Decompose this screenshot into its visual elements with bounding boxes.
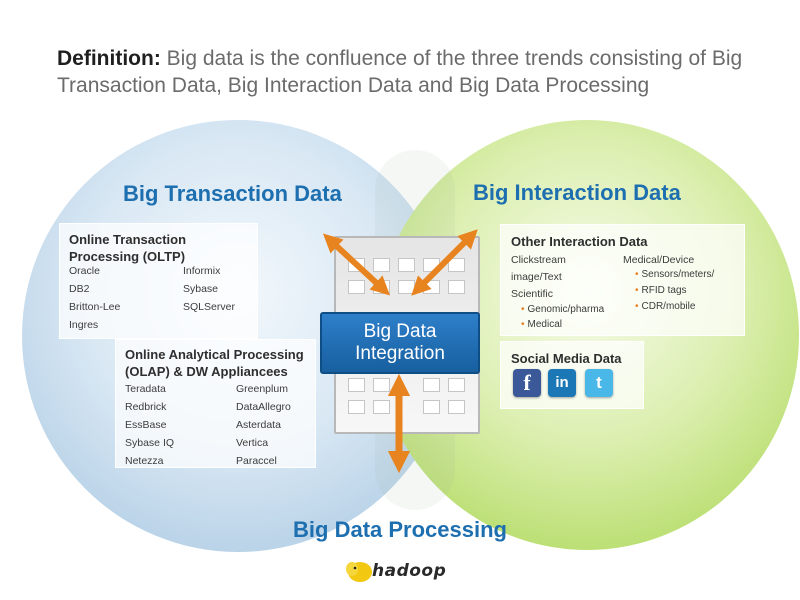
integration-line2: Integration <box>355 343 445 364</box>
oltp-title-line1: Online Transaction <box>69 232 187 247</box>
list-item: Asterdata <box>236 419 281 431</box>
interaction-title: Big Interaction Data <box>473 180 681 205</box>
list-item: Informix <box>183 265 221 277</box>
list-item: Clickstream <box>511 254 566 266</box>
list-item: Redbrick <box>125 401 167 413</box>
other-interaction-title: Other Interaction Data <box>511 234 648 249</box>
processing-title: Big Data Processing <box>293 517 507 542</box>
list-item: •Genomic/pharma <box>521 304 605 315</box>
hadoop-logo <box>346 562 372 582</box>
olap-title-line2: (OLAP) & DW Appliancees <box>125 364 288 379</box>
list-item: Netezza <box>125 455 164 467</box>
oltp-title-line2: Processing (OLTP) <box>69 249 186 264</box>
linkedin-icon: in <box>548 369 576 397</box>
list-item: Vertica <box>236 437 269 449</box>
arrow-to-transaction <box>322 233 391 296</box>
oltp-card: Online Transaction Processing (OLTP) Ora… <box>59 223 258 339</box>
list-item: Medical/Device <box>623 254 695 266</box>
integration-line1: Big Data <box>363 321 437 342</box>
list-item: image/Text <box>511 271 562 283</box>
list-item: EssBase <box>125 419 167 431</box>
list-item: Sybase IQ <box>125 437 175 449</box>
list-item: DB2 <box>69 283 90 295</box>
list-item: Greenplum <box>236 383 288 395</box>
olap-card: Online Analytical Processing (OLAP) & DW… <box>115 339 316 468</box>
social-media-title: Social Media Data <box>511 351 622 366</box>
list-item: •RFID tags <box>635 285 687 296</box>
list-item: •Medical <box>521 319 562 330</box>
integration-box: Big Data Integration <box>320 312 480 374</box>
arrow-to-interaction <box>411 229 478 296</box>
definition-text: Definition: Big data is the confluence o… <box>57 45 757 99</box>
list-item: SQLServer <box>183 301 235 313</box>
hadoop-logo-text: hadoop <box>372 561 447 581</box>
list-item: •CDR/mobile <box>635 301 696 312</box>
definition-body: Big data is the confluence of the three … <box>57 47 743 97</box>
list-item: Britton-Lee <box>69 301 121 313</box>
list-item: Ingres <box>69 319 99 331</box>
list-item: DataAllegro <box>236 401 291 413</box>
list-item: •Sensors/meters/ <box>635 269 715 280</box>
list-item: Sybase <box>183 283 219 295</box>
transaction-title: Big Transaction Data <box>123 181 342 206</box>
oltp-title: Online Transaction Processing (OLTP) <box>69 231 186 265</box>
list-item: Paraccel <box>236 455 277 467</box>
list-item: Teradata <box>125 383 166 395</box>
list-item: Scientific <box>511 288 554 300</box>
facebook-icon: f <box>513 369 541 397</box>
olap-title: Online Analytical Processing (OLAP) & DW… <box>125 346 304 380</box>
definition-term: Definition: <box>57 47 161 70</box>
olap-title-line1: Online Analytical Processing <box>125 347 304 362</box>
twitter-icon: t <box>585 369 613 397</box>
other-interaction-card: Other Interaction Data Clickstream image… <box>500 224 745 336</box>
list-item: Oracle <box>69 265 100 277</box>
